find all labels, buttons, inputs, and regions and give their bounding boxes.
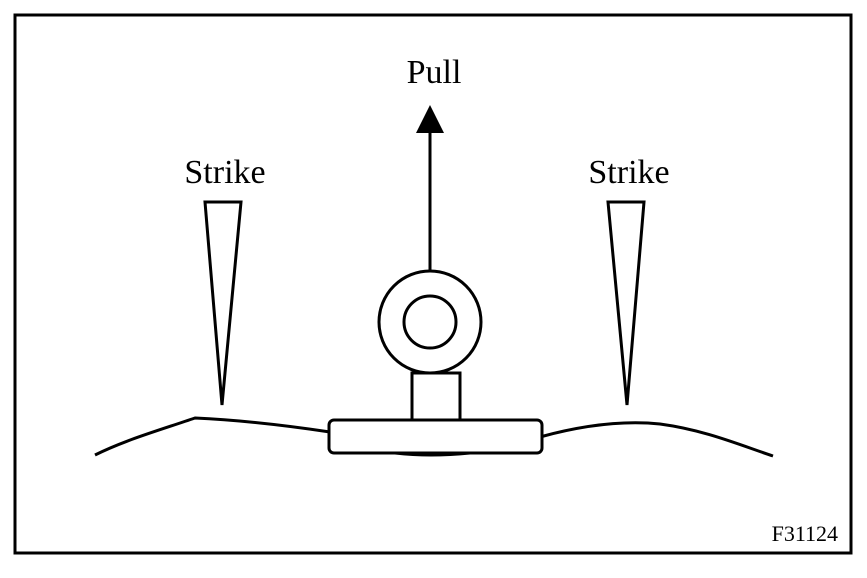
figure-code-label: F31124 bbox=[772, 521, 838, 546]
tool-neck-block bbox=[410, 371, 462, 422]
surface-line-right bbox=[539, 421, 774, 458]
pull-arrow-head bbox=[416, 105, 444, 133]
strike-label-right: Strike bbox=[588, 154, 669, 191]
pull-label: Pull bbox=[407, 54, 462, 91]
figure-border bbox=[13, 13, 853, 555]
surface-line-left bbox=[94, 416, 331, 457]
strike-wedge-left bbox=[203, 200, 243, 406]
strike-label-left: Strike bbox=[184, 154, 265, 191]
tool-base-plate bbox=[327, 418, 544, 455]
strike-wedge-right bbox=[606, 200, 646, 406]
tool-ring-inner bbox=[402, 294, 458, 350]
